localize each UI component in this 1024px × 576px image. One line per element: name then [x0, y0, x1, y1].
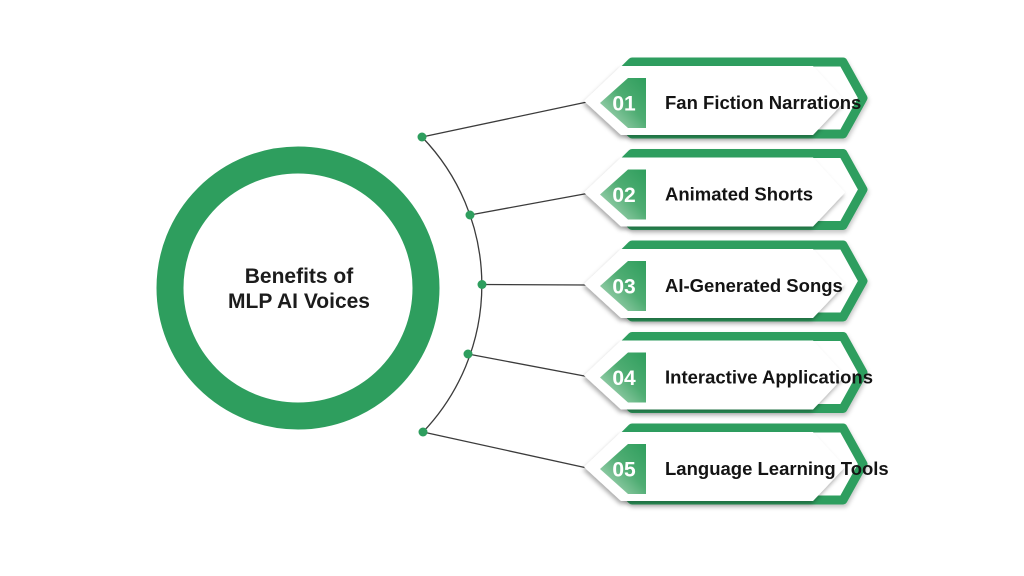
item-label: Fan Fiction Narrations	[665, 92, 861, 113]
item-label: Animated Shorts	[665, 184, 813, 205]
item-number: 05	[612, 459, 636, 482]
diagram-title-line-2: MLP AI Voices	[228, 290, 370, 313]
connector-dot-icon-5	[418, 427, 428, 437]
connector-line-1	[421, 101, 588, 138]
item-number: 02	[612, 184, 635, 207]
diagram-title-line-1: Benefits of	[245, 265, 355, 288]
benefit-item-5: 05 Language Learning Tools	[584, 428, 889, 501]
connector-line-5	[422, 431, 588, 469]
item-number: 01	[612, 93, 636, 116]
item-label: Interactive Applications	[665, 367, 873, 388]
item-label: Language Learning Tools	[665, 458, 889, 479]
connector-line-3	[481, 283, 588, 286]
connector-dot-icon-1	[417, 132, 427, 142]
benefits-circle	[156, 146, 440, 430]
connector-line-4	[467, 353, 588, 378]
benefit-item-2: 02 Animated Shorts	[584, 154, 863, 227]
connector-dot-icon-4	[463, 349, 473, 359]
benefit-item-1: 01 Fan Fiction Narrations	[584, 62, 863, 135]
benefit-item-4: 04 Interactive Applications	[584, 337, 873, 410]
connector-dot-icon-3	[477, 280, 487, 289]
item-label: AI-Generated Songs	[665, 275, 843, 296]
item-number: 04	[612, 367, 636, 390]
connector-line-2	[469, 192, 588, 216]
connector-dot-icon-2	[465, 210, 475, 220]
benefit-item-3: 03 AI-Generated Songs	[584, 245, 863, 318]
item-number: 03	[612, 276, 635, 299]
